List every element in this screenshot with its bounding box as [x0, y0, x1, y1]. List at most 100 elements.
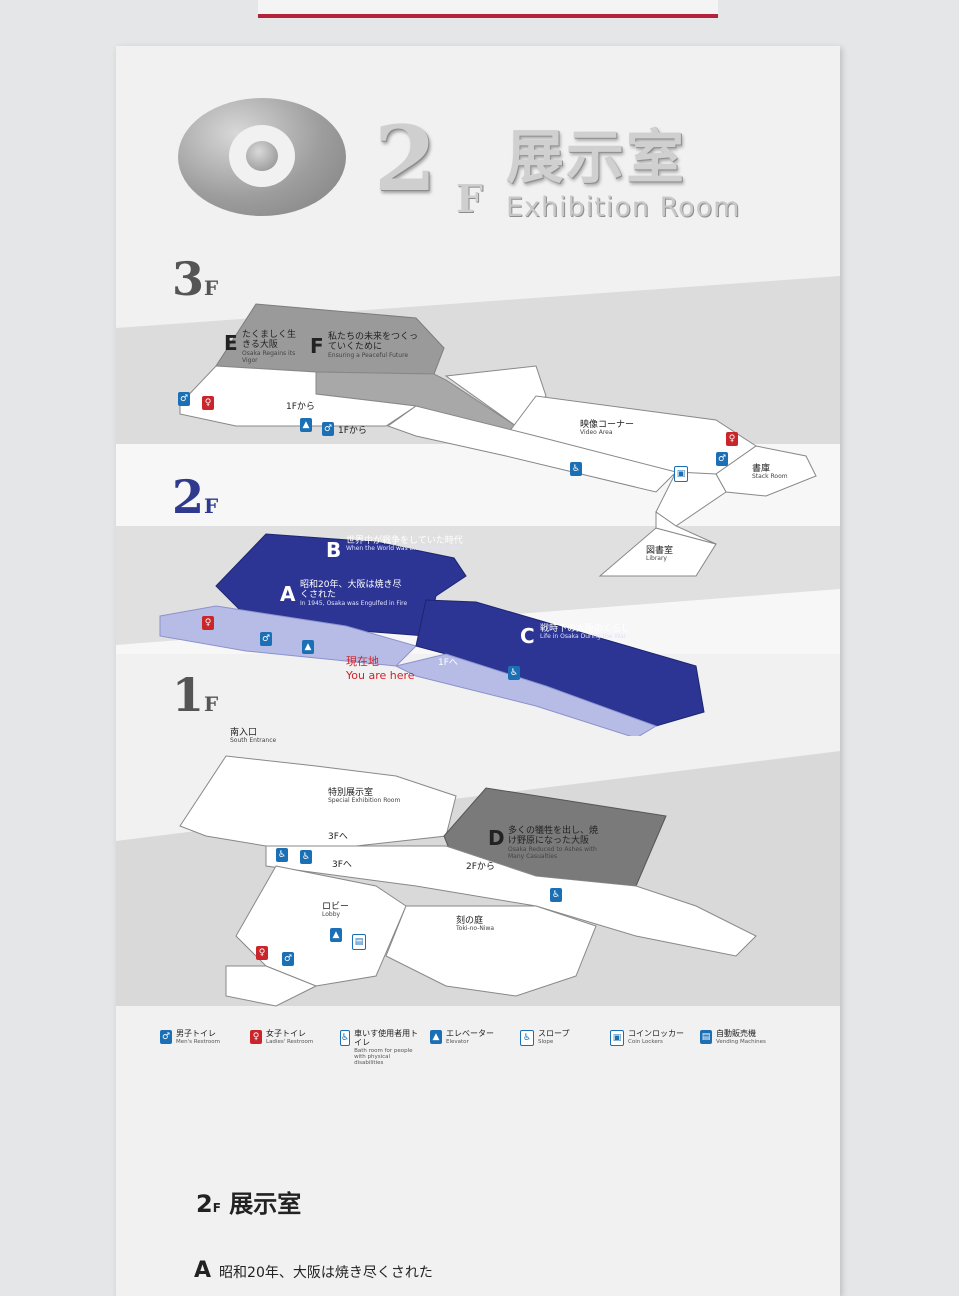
map-1f-main-corridor [265, 845, 757, 957]
legend-mens-en: Men's Restroom [176, 1038, 220, 1045]
legend-vending-machine-icon: ▤ [700, 1030, 712, 1044]
zone-b-label: 世界中が戦争をしていた時代 When the World was Embroil… [346, 536, 466, 553]
zone-e-en: Osaka Regains its Vigor [242, 349, 296, 364]
floor-3f-num: 3 [172, 252, 205, 306]
section-floor-num: 2 [196, 1190, 213, 1218]
wall-sign-top [258, 0, 718, 18]
map-1f-toki-no-niwa [385, 905, 597, 997]
zone-d-en: Osaka Reduced to Ashes with Many Casualt… [508, 845, 597, 860]
map-3f-bottom-corridor [386, 405, 677, 493]
legend-elevator-jp: エレベーター [446, 1029, 494, 1038]
zone-b-jp: 世界中が戦争をしていた時代 [346, 536, 463, 546]
floor-label-3f: 3F [172, 252, 218, 306]
elevator-icon-2f: ▲ [302, 640, 314, 654]
you-are-here-marker: 現在地 You are here [346, 655, 415, 684]
mens-restroom-icon-3: ♂ [716, 452, 728, 466]
slope-icon-1f: ♿ [550, 888, 562, 902]
legend-ladies-en: Ladies' Restroom [266, 1038, 314, 1045]
zone-a-letter: A [280, 582, 296, 606]
header-title-jp: 展示室 [506, 123, 687, 191]
zone-e-letter: E [224, 331, 238, 355]
zone-d-letter: D [488, 826, 505, 850]
floor-2f-num: 2 [172, 470, 205, 524]
from-1f-label-a: 1Fから [286, 402, 315, 412]
legend-elevator-en: Elevator [446, 1038, 469, 1045]
floor-label-1f: 1F [172, 668, 218, 722]
south-entrance-jp: 南入口 [230, 728, 258, 738]
legend-accessible-jp: 車いす使用者用トイレ [354, 1029, 419, 1047]
floor-1f-num: 1 [172, 668, 205, 722]
museum-logo-core [246, 141, 278, 171]
zone-c-letter: C [520, 624, 535, 648]
you-are-here-jp: 現在地 [346, 655, 379, 668]
legend-accessible-en: Bath room for people with physical disab… [354, 1047, 413, 1066]
stack-room-en: Stack Room [752, 473, 788, 481]
ladies-restroom-icon-2: ♀ [726, 432, 738, 446]
zone-d-label: 多くの犠牲を出し、焼け野原になった大阪 Osaka Reduced to Ash… [508, 826, 604, 860]
mens-restroom-icon-2f: ♂ [260, 632, 272, 646]
to-3f-label-b: 3Fへ [332, 860, 352, 870]
mens-restroom-icon-1f: ♂ [282, 952, 294, 966]
ladies-restroom-icon-2f: ♀ [202, 616, 214, 630]
legend-mens-jp: 男子トイレ [176, 1029, 216, 1038]
library-jp: 図書室 [646, 546, 674, 556]
zone-b-letter: B [326, 538, 342, 562]
map-1f-west-wing [179, 755, 457, 857]
map-2f-bottom-corridor [394, 653, 658, 736]
accessible-icon-1f: ♿ [276, 848, 288, 862]
ladies-restroom-icon: ♀ [202, 396, 214, 410]
legend-elevator-icon: ▲ [430, 1030, 442, 1044]
zone-c-jp: 戦時下の大阪のくらし [540, 624, 631, 634]
toki-no-niwa-en: Toki-no-Niwa [456, 925, 495, 933]
special-exhibition-label: 特別展示室 Special Exhibition Room [328, 788, 400, 805]
zone-c-label: 戦時下の大阪のくらし Life in Osaka During the War [540, 624, 640, 641]
library-en: Library [646, 555, 667, 563]
map-3f-library-connector [655, 511, 717, 545]
toki-no-niwa-jp: 刻の庭 [456, 916, 484, 926]
zone-f-jp: 私たちの未来をつくっていくために [328, 332, 419, 353]
map-1f-south-wing [225, 965, 318, 1007]
header-floor-number: 2 [374, 106, 437, 212]
special-exhibition-en: Special Exhibition Room [328, 797, 401, 805]
zone-a-en: In 1945, Osaka was Engulfed in Fire [300, 599, 408, 607]
section-item-a: A 昭和20年、大阪は焼き尽くされた [194, 1258, 433, 1283]
mens-restroom-icon-2: ♂ [322, 422, 334, 436]
header-floor-suffix: F [456, 176, 483, 221]
to-1f-label: 1Fへ [438, 658, 458, 668]
section-item-a-text: 昭和20年、大阪は焼き尽くされた [219, 1265, 433, 1281]
map-1f-shapes [179, 755, 757, 1007]
zone-b-en: When the World was Embroiled in War [346, 545, 461, 553]
section-item-a-letter: A [194, 1258, 212, 1283]
video-area-label: 映像コーナー Video Area [580, 420, 634, 437]
zone-c-en: Life in Osaka During the War [540, 633, 627, 641]
lobby-label: ロビー Lobby [322, 902, 349, 919]
elevator-icon-1f: ▲ [330, 928, 342, 942]
zone-f-label: 私たちの未来をつくっていくために Ensuring a Peaceful Fut… [328, 332, 424, 360]
lobby-jp: ロビー [322, 902, 350, 912]
section-title: 2F 展示室 [196, 1184, 301, 1219]
legend-ladies-jp: 女子トイレ [266, 1029, 306, 1038]
special-exhibition-jp: 特別展示室 [328, 788, 374, 798]
accessible-icon: ♿ [570, 462, 582, 476]
map-1f-lobby [235, 865, 407, 987]
legend-coin-locker-icon: ▣ [610, 1030, 624, 1046]
slope-icon-2f: ♿ [508, 666, 520, 680]
toki-no-niwa-label: 刻の庭 Toki-no-Niwa [456, 916, 494, 933]
zone-e-jp: たくましく生きる大阪 [242, 330, 297, 351]
mens-restroom-icon: ♂ [178, 392, 190, 406]
floor-3f-suffix: F [204, 276, 219, 300]
you-are-here-en: You are here [346, 669, 415, 683]
video-area-jp: 映像コーナー [580, 420, 635, 430]
to-3f-label-a: 3Fへ [328, 832, 348, 842]
legend-locker-en: Coin Lockers [628, 1038, 663, 1045]
ladies-restroom-icon-1f: ♀ [256, 946, 268, 960]
vending-machine-icon-1f: ▤ [352, 934, 366, 950]
from-1f-label-b: 1Fから [338, 426, 367, 436]
from-2f-label: 2Fから [466, 862, 495, 872]
